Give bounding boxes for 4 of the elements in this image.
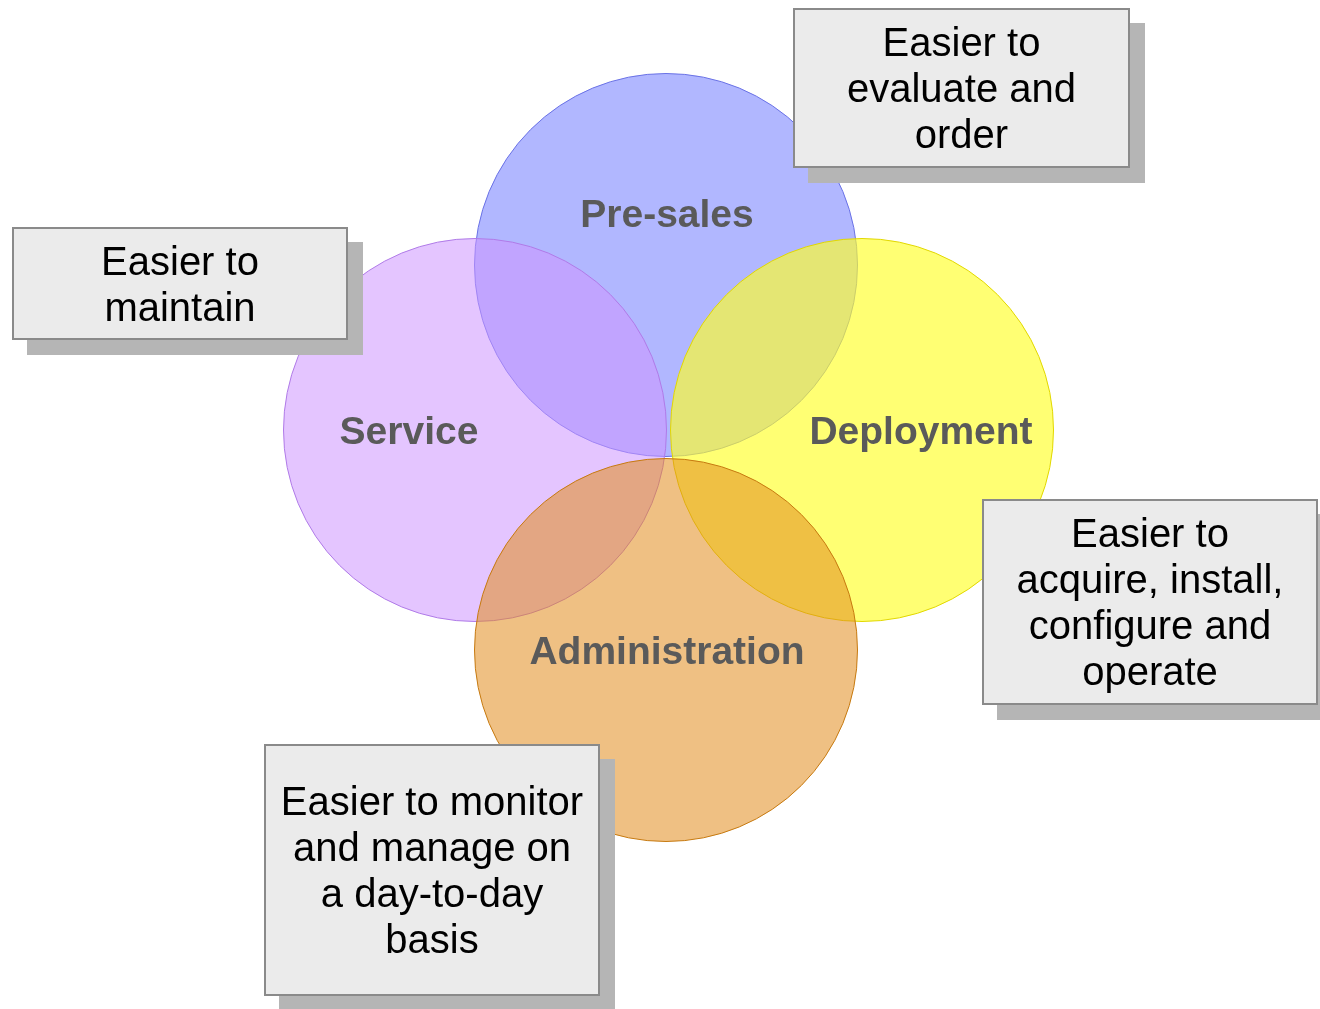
circle-label: Deployment bbox=[809, 409, 1033, 453]
circle-label: Service bbox=[339, 409, 479, 453]
circle-label: Pre-sales bbox=[580, 192, 754, 236]
circle-label: Administration bbox=[529, 629, 805, 673]
